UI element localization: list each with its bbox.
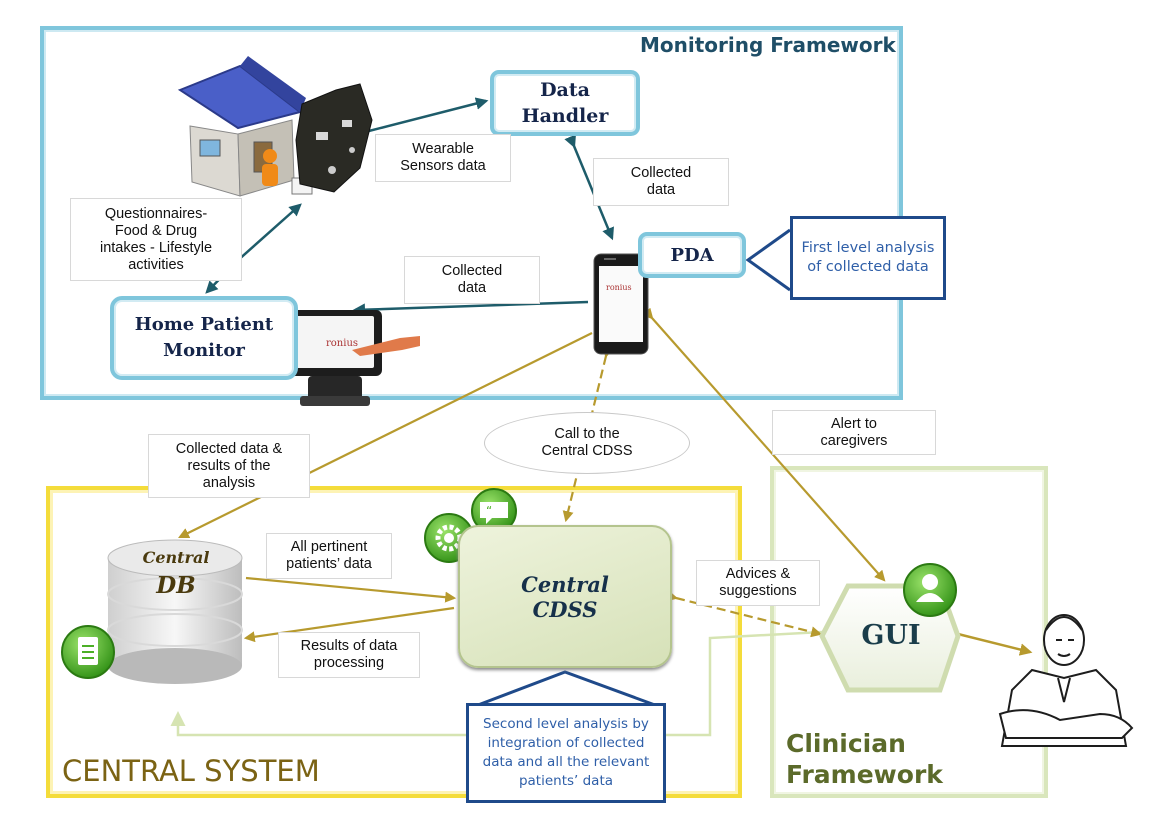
results-line-2: processing [313,655,385,671]
tablet-device-image [288,310,420,406]
first-level-line-2: of collected data [807,259,929,275]
central-db-icon [107,539,243,684]
collected-top-line-1: Collected [630,165,692,181]
advices-line-2: suggestions [719,583,797,599]
second-level-line-3: data and all the relevant [482,754,650,770]
call-cdss-line-2: Central CDSS [541,443,633,459]
advices-suggestions-label: Advices & suggestions [696,560,820,606]
document-icon [61,625,115,679]
data-handler-line-2: Handler [521,105,609,127]
hpm-line-1: Home Patient [134,314,274,335]
second-level-line-1: Second level analysis by [483,716,649,732]
results-processing-label: Results of data processing [278,632,420,678]
hpm-line-2: Monitor [163,340,245,361]
collected-data-top-label: Collected data [593,158,729,206]
collected-results-line-3: analysis [202,474,256,491]
alert-line-2: caregivers [820,432,888,449]
collected-results-line-2: results of the [187,457,271,474]
monitoring-framework-frame [40,26,903,400]
collected-mid-line-2: data [457,280,487,296]
questionnaires-line-4: activities [128,256,184,273]
pertinent-line-2: patients’ data [286,556,372,572]
central-system-title: CENTRAL SYSTEM [62,754,320,788]
questionnaires-line-3: intakes - Lifestyle [99,239,213,256]
central-db-line-1: Central [142,548,210,567]
smartphone-device-image [593,253,649,355]
central-system-frame [46,486,742,798]
clinician-framework-title: Clinician Framework [786,728,943,790]
pertinent-data-label: All pertinent patients’ data [266,533,392,579]
central-cdss-node: Central CDSS [458,525,672,668]
alert-line-1: Alert to [831,415,877,432]
call-central-cdss-label: Call to the Central CDSS [484,412,690,474]
arrow-gui-to-clinician [946,625,1033,656]
arrow-questionnaires-to-house [235,203,302,263]
pertinent-line-1: All pertinent [290,539,368,555]
arrow-cdss-gui [666,590,823,638]
home-patient-monitor-node: Home Patient Monitor [110,296,298,380]
arrow-db-to-cdss [245,576,457,603]
first-level-analysis-callout: First level analysis of collected data [790,216,946,300]
arrow-house-to-data-handler [364,97,489,134]
gui-label: GUI [861,620,921,651]
data-handler-line-1: Data [540,79,590,101]
clinician-title-line-1: Clinician [786,729,906,758]
alert-caregivers-label: Alert to caregivers [772,410,936,455]
call-cdss-line-1: Call to the [554,426,620,442]
wearable-sensors-label: Wearable Sensors data [375,134,511,182]
tablet-brand-text: ronius [326,338,359,349]
monitoring-framework-title: Monitoring Framework [640,33,896,57]
wearable-line-2: Sensors data [400,158,486,174]
collected-top-line-2: data [646,182,676,198]
collected-results-label: Collected data & results of the analysis [148,434,310,498]
user-icon [903,563,957,617]
questionnaires-line-2: Food & Drug [114,222,198,239]
home-illustration [177,56,313,197]
clinician-illustration [998,614,1134,747]
arrow-phone-to-gui [642,307,886,582]
first-level-line-1: First level analysis [801,240,935,256]
clinician-title-line-2: Framework [786,760,943,789]
questionnaires-label: Questionnaires- Food & Drug intakes - Li… [70,198,242,281]
collected-mid-line-1: Collected [441,263,503,279]
phone-brand-text: ronius [606,283,632,292]
advices-line-1: Advices & [725,566,791,582]
second-level-line-2: integration of collected [487,735,645,751]
questionnaires-line-1: Questionnaires- [104,205,208,222]
collected-results-line-1: Collected data & [175,440,283,457]
wearable-sensors-image [295,83,373,193]
pda-node: PDA [638,232,746,278]
central-db-line-2: DB [156,572,196,599]
svg-text:“: “ [486,504,492,518]
wearable-line-1: Wearable [412,141,474,157]
arrow-phone-to-central-db [178,332,593,539]
data-handler-node: Data Handler [490,70,640,136]
first-level-callout-pointer [745,228,791,292]
collected-data-mid-label: Collected data [404,256,540,304]
second-level-line-4: patients’ data [518,773,614,789]
second-level-callout-pointer [477,670,656,707]
cdss-line-2: CDSS [532,596,598,622]
cdss-line-1: Central [521,571,609,597]
arrow-phone-to-hpm [352,300,589,316]
results-line-1: Results of data [300,638,398,654]
second-level-analysis-callout: Second level analysis by integration of … [466,703,666,803]
